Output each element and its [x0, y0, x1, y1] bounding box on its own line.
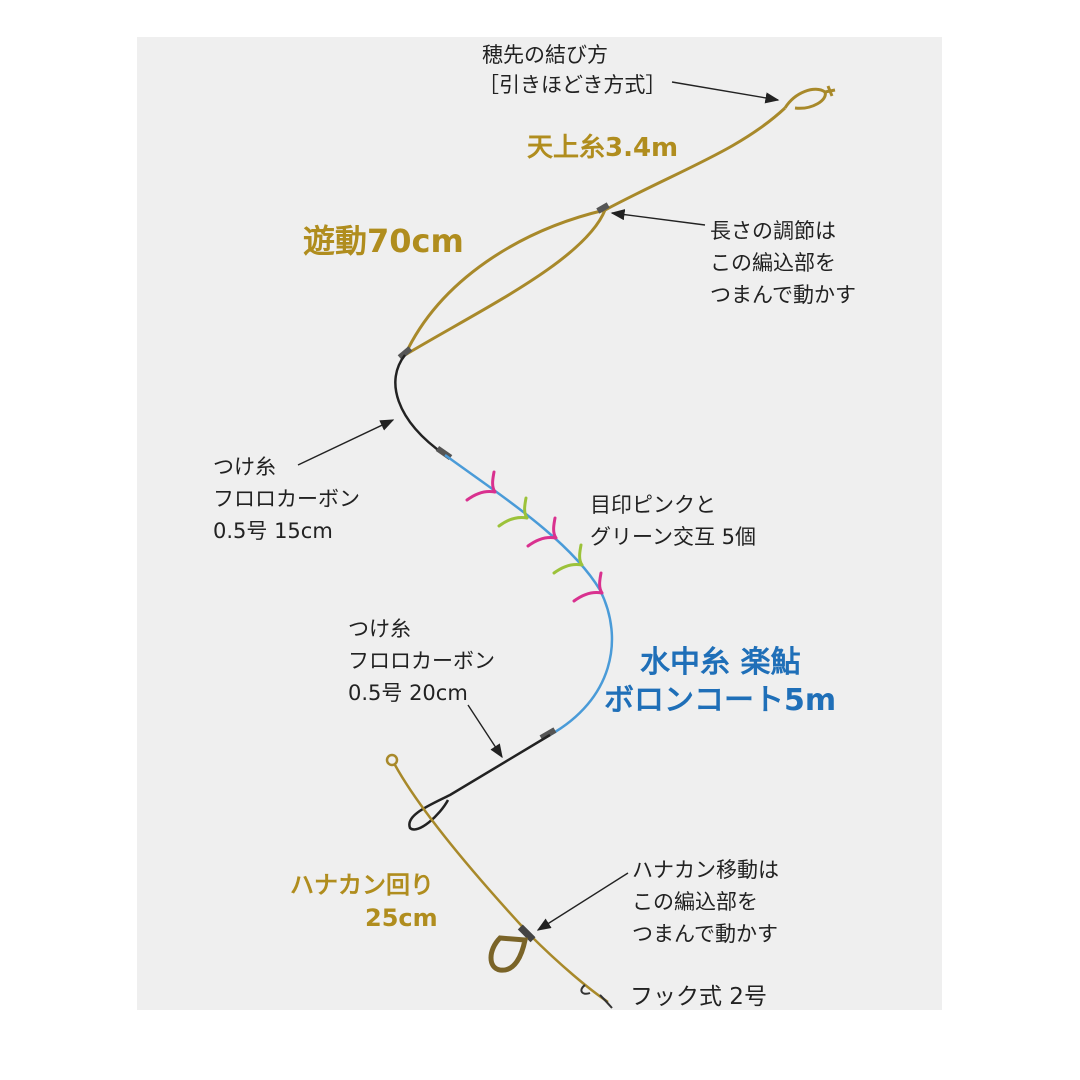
hook-label: フック式 2号	[630, 984, 767, 1010]
marker-pink	[465, 470, 497, 502]
hook-icon	[580, 984, 613, 1009]
hanakan-ring-icon	[488, 935, 529, 973]
marker-green	[552, 543, 584, 575]
yudou-lower-knot	[397, 346, 413, 360]
tenjou-line	[604, 85, 836, 212]
yudou-line	[403, 208, 607, 357]
hanakan-move-note: ハナカン移動はこの編込部をつまんで動かす	[632, 858, 779, 946]
yudou-knot	[596, 202, 610, 214]
tsukeito-upper	[394, 354, 446, 457]
tsukeito-lower	[408, 733, 551, 831]
tip-loop	[783, 87, 827, 110]
hanakan-knot	[517, 924, 536, 943]
tip-knot-label: 穂先の結び方［引きほどき方式］	[478, 43, 666, 97]
suichu-label: 水中糸 楽鮎ボロンコート5m	[604, 645, 836, 718]
yudou-label: 遊動70cm	[303, 222, 464, 260]
adjust-note: 長さの調節はこの編込部をつまんで動かす	[710, 219, 856, 307]
marker-pink	[526, 516, 558, 548]
hanakan-line	[385, 753, 609, 1004]
marker-pink	[572, 571, 604, 603]
marker-green	[497, 496, 529, 528]
arrows	[297, 81, 780, 931]
mejirushi-label: 目印ピンクとグリーン交互 5個	[590, 493, 756, 549]
marker-group	[465, 470, 604, 603]
tenjou-label: 天上糸3.4m	[527, 133, 678, 163]
